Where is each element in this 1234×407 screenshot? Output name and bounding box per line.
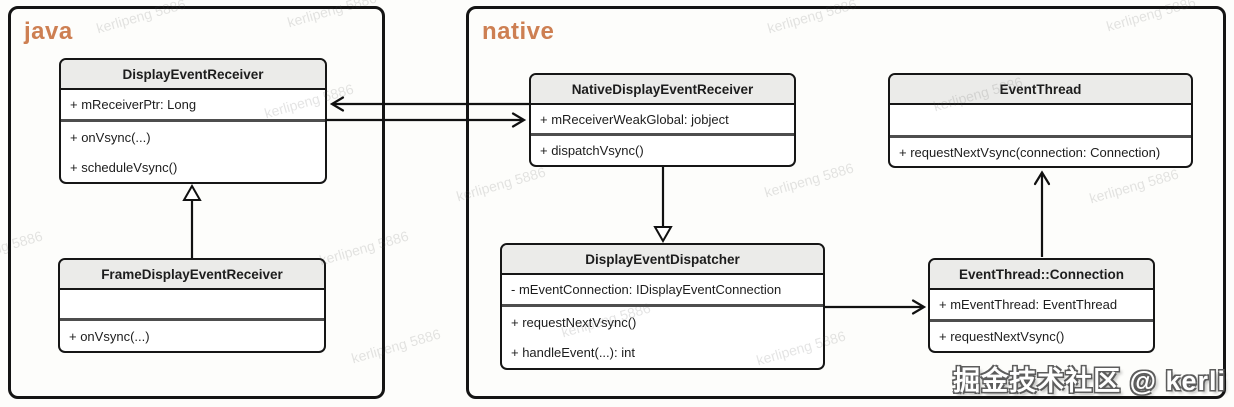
class-attribute: - mEventConnection: IDisplayEventConnect… xyxy=(511,282,782,297)
package-native-label: native xyxy=(482,18,555,45)
class-method: + onVsync(...) xyxy=(70,129,151,145)
class-method: + scheduleVsync() xyxy=(70,159,178,175)
class-title: FrameDisplayEventReceiver xyxy=(60,260,324,290)
class-title: NativeDisplayEventReceiver xyxy=(531,75,794,105)
class-native-display-event-receiver: NativeDisplayEventReceiver + mReceiverWe… xyxy=(529,73,796,167)
class-method: + requestNextVsync() xyxy=(939,329,1065,344)
class-title: EventThread::Connection xyxy=(930,260,1153,290)
class-method: + onVsync(...) xyxy=(69,328,150,344)
class-method: + requestNextVsync(connection: Connectio… xyxy=(899,144,1161,160)
class-frame-display-event-receiver: FrameDisplayEventReceiver + onVsync(...) xyxy=(58,258,326,353)
class-attribute: + mReceiverWeakGlobal: jobject xyxy=(540,111,729,127)
class-attribute: + mReceiverPtr: Long xyxy=(70,97,197,112)
class-title: EventThread xyxy=(890,75,1191,105)
class-event-thread: EventThread + requestNextVsync(connectio… xyxy=(888,73,1193,168)
package-native: native xyxy=(466,6,1226,399)
juejin-watermark: 掘金技术社区 @ kerli xyxy=(953,366,1226,396)
class-method: + dispatchVsync() xyxy=(540,143,644,158)
class-method: + requestNextVsync() xyxy=(511,314,637,330)
class-event-thread-connection: EventThread::Connection + mEventThread: … xyxy=(928,258,1155,353)
package-java: java xyxy=(8,6,385,399)
class-display-event-dispatcher: DisplayEventDispatcher - mEventConnectio… xyxy=(500,243,825,370)
class-title: DisplayEventDispatcher xyxy=(502,245,823,275)
class-method: + handleEvent(...): int xyxy=(511,345,635,361)
class-title: DisplayEventReceiver xyxy=(61,60,325,90)
package-java-label: java xyxy=(24,18,73,45)
class-display-event-receiver: DisplayEventReceiver + mReceiverPtr: Lon… xyxy=(59,58,327,184)
class-attribute: + mEventThread: EventThread xyxy=(939,297,1118,312)
